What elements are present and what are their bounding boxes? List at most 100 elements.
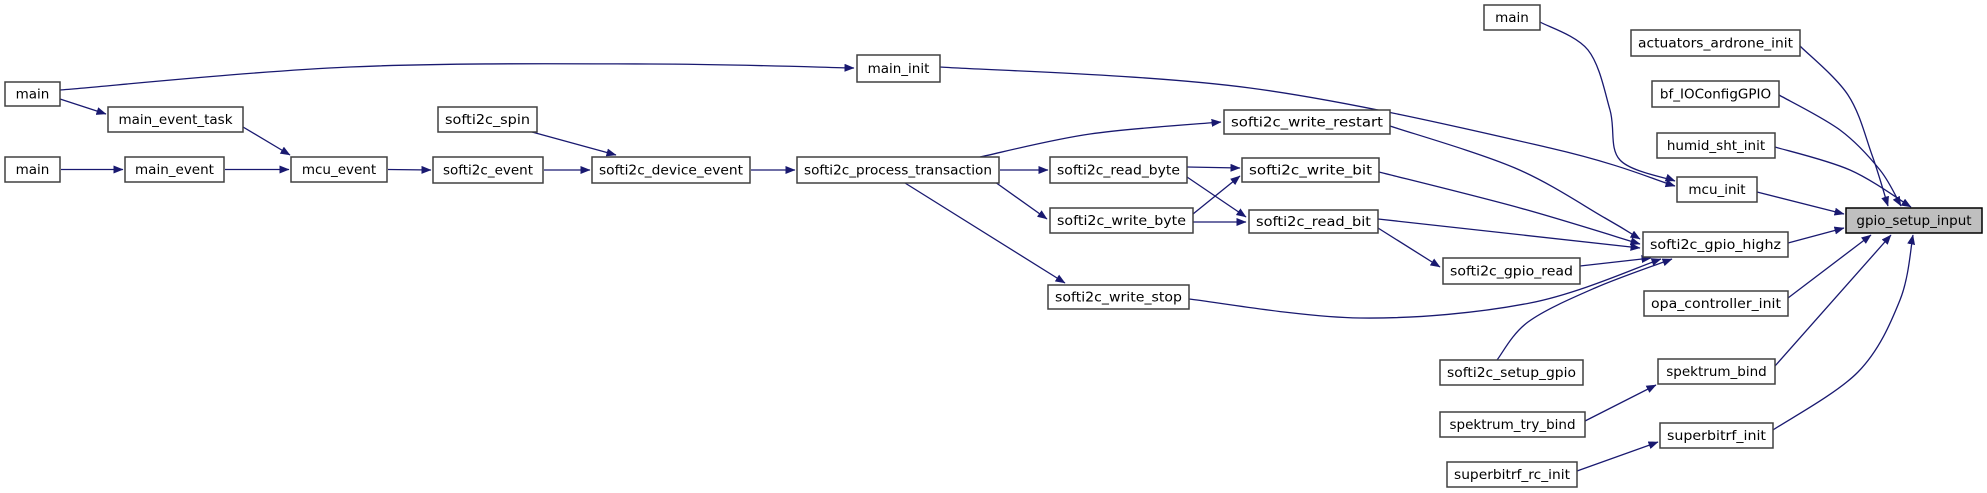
node-box-softi2c_gpio_highz bbox=[1642, 231, 1789, 258]
node-box-softi2c_gpio_read bbox=[1442, 257, 1581, 285]
node-actuators_ardrone_init[interactable]: actuators_ardrone_init bbox=[1630, 29, 1801, 57]
node-mcu_event[interactable]: mcu_event bbox=[290, 156, 388, 183]
node-softi2c_write_bit[interactable]: softi2c_write_bit bbox=[1241, 157, 1380, 183]
node-softi2c_spin[interactable]: softi2c_spin bbox=[437, 106, 538, 133]
node-humid_sht_init[interactable]: humid_sht_init bbox=[1656, 132, 1776, 159]
node-main_c[interactable]: main bbox=[1483, 4, 1541, 31]
node-box-actuators_ardrone_init bbox=[1630, 29, 1801, 57]
edge-softi2c_read_bit-to-softi2c_gpio_highz bbox=[1377, 218, 1641, 251]
node-main_event[interactable]: main_event bbox=[124, 156, 225, 183]
edge-softi2c_read_byte-to-softi2c_write_bit bbox=[1186, 163, 1241, 172]
edge-softi2c_process_transaction-to-softi2c_write_stop bbox=[904, 182, 1066, 284]
node-label-main_init: main_init bbox=[868, 61, 930, 77]
edge-opa_controller_init-to-gpio_setup_input bbox=[1787, 234, 1872, 299]
node-softi2c_setup_gpio[interactable]: softi2c_setup_gpio bbox=[1439, 359, 1584, 386]
node-label-main_a: main bbox=[16, 87, 50, 103]
edge-main_event_task-to-mcu_event bbox=[242, 126, 291, 156]
node-main_a[interactable]: main bbox=[4, 81, 61, 107]
node-main_init[interactable]: main_init bbox=[856, 54, 941, 83]
node-softi2c_write_restart[interactable]: softi2c_write_restart bbox=[1223, 109, 1391, 135]
node-mcu_init[interactable]: mcu_init bbox=[1676, 176, 1758, 203]
node-label-softi2c_gpio_read: softi2c_gpio_read bbox=[1450, 264, 1573, 280]
edge-softi2c_read_byte-to-softi2c_read_bit bbox=[1186, 176, 1247, 218]
node-box-softi2c_read_bit bbox=[1248, 209, 1379, 234]
node-main_event_task[interactable]: main_event_task bbox=[107, 106, 244, 133]
node-box-main_init bbox=[856, 54, 941, 83]
node-label-softi2c_write_byte: softi2c_write_byte bbox=[1057, 213, 1186, 229]
node-label-softi2c_write_bit: softi2c_write_bit bbox=[1249, 163, 1372, 179]
node-box-softi2c_write_bit bbox=[1241, 157, 1380, 183]
node-label-main_c: main bbox=[1495, 10, 1529, 26]
node-box-softi2c_process_transaction bbox=[796, 156, 1000, 184]
node-box-superbitrf_rc_init bbox=[1446, 461, 1578, 488]
node-label-mcu_init: mcu_init bbox=[1688, 182, 1745, 198]
node-label-softi2c_process_transaction: softi2c_process_transaction bbox=[804, 163, 992, 179]
node-softi2c_read_bit[interactable]: softi2c_read_bit bbox=[1248, 209, 1379, 234]
edge-softi2c_write_byte-to-softi2c_write_bit bbox=[1192, 175, 1241, 215]
node-label-spektrum_bind: spektrum_bind bbox=[1666, 364, 1766, 380]
node-label-main_b: main bbox=[16, 162, 50, 178]
node-softi2c_gpio_highz[interactable]: softi2c_gpio_highz bbox=[1642, 231, 1789, 258]
node-label-superbitrf_rc_init: superbitrf_rc_init bbox=[1454, 467, 1570, 483]
node-box-softi2c_read_byte bbox=[1049, 156, 1188, 184]
edge-softi2c_spin-to-softi2c_device_event bbox=[531, 131, 617, 157]
edge-mcu_init-to-gpio_setup_input bbox=[1756, 191, 1845, 216]
edge-main_init-to-mcu_init bbox=[939, 66, 1676, 188]
node-box-bf_IOConfigGPIO bbox=[1651, 80, 1780, 108]
node-spektrum_bind[interactable]: spektrum_bind bbox=[1657, 358, 1776, 385]
edge-softi2c_process_transaction-to-softi2c_write_restart bbox=[979, 118, 1222, 158]
node-softi2c_gpio_read[interactable]: softi2c_gpio_read bbox=[1442, 257, 1581, 285]
node-box-opa_controller_init bbox=[1643, 290, 1789, 317]
edge-superbitrf_rc_init-to-superbitrf_init bbox=[1576, 441, 1659, 472]
node-softi2c_process_transaction[interactable]: softi2c_process_transaction bbox=[796, 156, 1000, 184]
edge-softi2c_gpio_highz-to-gpio_setup_input bbox=[1787, 226, 1845, 244]
node-label-softi2c_setup_gpio: softi2c_setup_gpio bbox=[1447, 365, 1576, 381]
edge-spektrum_try_bind-to-spektrum_bind bbox=[1584, 384, 1657, 422]
node-label-main_event_task: main_event_task bbox=[118, 112, 232, 128]
node-label-softi2c_event: softi2c_event bbox=[443, 163, 533, 179]
node-box-superbitrf_init bbox=[1659, 422, 1774, 449]
node-label-humid_sht_init: humid_sht_init bbox=[1667, 138, 1765, 154]
edge-softi2c_write_restart-to-softi2c_gpio_highz bbox=[1389, 125, 1641, 240]
node-box-softi2c_device_event bbox=[591, 156, 751, 184]
node-box-softi2c_write_restart bbox=[1223, 109, 1391, 135]
node-box-gpio_setup_input bbox=[1845, 207, 1983, 234]
node-box-softi2c_event bbox=[432, 156, 544, 184]
edge-superbitrf_init-to-gpio_setup_input bbox=[1772, 234, 1916, 431]
node-softi2c_event[interactable]: softi2c_event bbox=[432, 156, 544, 184]
node-label-softi2c_read_bit: softi2c_read_bit bbox=[1256, 214, 1371, 230]
node-box-main_a bbox=[4, 81, 61, 107]
node-label-softi2c_device_event: softi2c_device_event bbox=[599, 163, 743, 179]
node-gpio_setup_input[interactable]: gpio_setup_input bbox=[1845, 207, 1983, 234]
node-box-mcu_init bbox=[1676, 176, 1758, 203]
node-softi2c_device_event[interactable]: softi2c_device_event bbox=[591, 156, 751, 184]
node-box-main_b bbox=[4, 156, 61, 183]
edge-bf_IOConfigGPIO-to-gpio_setup_input bbox=[1778, 94, 1902, 207]
node-softi2c_write_byte[interactable]: softi2c_write_byte bbox=[1049, 207, 1194, 234]
node-box-main_event_task bbox=[107, 106, 244, 133]
node-box-softi2c_write_byte bbox=[1049, 207, 1194, 234]
node-label-spektrum_try_bind: spektrum_try_bind bbox=[1449, 417, 1575, 433]
edges-layer bbox=[59, 21, 1916, 472]
node-label-bf_IOConfigGPIO: bf_IOConfigGPIO bbox=[1660, 87, 1771, 103]
node-softi2c_read_byte[interactable]: softi2c_read_byte bbox=[1049, 156, 1188, 184]
node-superbitrf_rc_init[interactable]: superbitrf_rc_init bbox=[1446, 461, 1578, 488]
node-opa_controller_init[interactable]: opa_controller_init bbox=[1643, 290, 1789, 317]
node-box-humid_sht_init bbox=[1656, 132, 1776, 159]
edge-softi2c_setup_gpio-to-softi2c_gpio_highz bbox=[1496, 258, 1673, 361]
node-softi2c_write_stop[interactable]: softi2c_write_stop bbox=[1047, 284, 1190, 310]
node-label-actuators_ardrone_init: actuators_ardrone_init bbox=[1638, 36, 1793, 52]
node-box-spektrum_bind bbox=[1657, 358, 1776, 385]
edge-main_a-to-main_event_task bbox=[59, 98, 107, 115]
node-bf_IOConfigGPIO[interactable]: bf_IOConfigGPIO bbox=[1651, 80, 1780, 108]
edge-softi2c_write_stop-to-softi2c_gpio_highz bbox=[1188, 258, 1662, 319]
node-superbitrf_init[interactable]: superbitrf_init bbox=[1659, 422, 1774, 449]
edge-main_a-to-main_init bbox=[59, 63, 855, 91]
node-main_b[interactable]: main bbox=[4, 156, 61, 183]
edge-softi2c_read_bit-to-softi2c_gpio_read bbox=[1377, 227, 1441, 268]
node-spektrum_try_bind[interactable]: spektrum_try_bind bbox=[1439, 411, 1586, 438]
edge-main_c-to-mcu_init bbox=[1539, 21, 1676, 182]
node-label-gpio_setup_input: gpio_setup_input bbox=[1856, 213, 1971, 229]
